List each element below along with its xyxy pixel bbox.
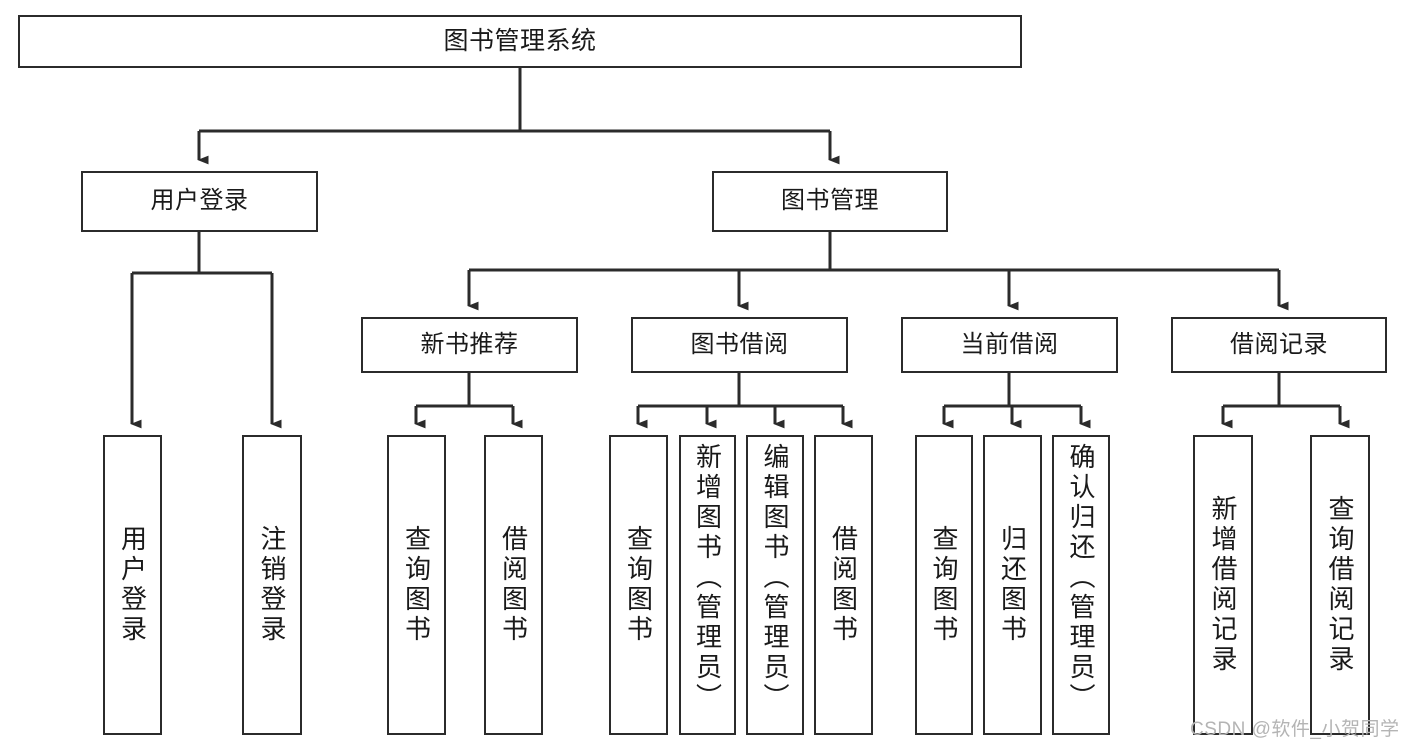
leaf-return-book[interactable]: 归还图书	[983, 435, 1042, 735]
node-label: 借阅图书	[498, 525, 529, 645]
leaf-edit-book-admin[interactable]: 编辑图书（管理员）	[746, 435, 804, 735]
node-label: 用户登录	[117, 525, 148, 645]
leaf-add-book-admin[interactable]: 新增图书（管理员）	[679, 435, 736, 735]
leaf-query-borrow-record[interactable]: 查询借阅记录	[1310, 435, 1370, 735]
node-new-book-recommend[interactable]: 新书推荐	[361, 317, 578, 373]
node-label: 归还图书	[997, 525, 1028, 645]
node-label: 查询图书	[401, 525, 432, 645]
leaf-query-book-borrow[interactable]: 查询图书	[609, 435, 668, 735]
node-label: 借阅记录	[1230, 330, 1328, 358]
node-label: 新增借阅记录	[1208, 495, 1238, 675]
node-label: 注销登录	[257, 525, 287, 645]
node-label: 新增图书（管理员）	[692, 443, 723, 713]
node-label: 编辑图书（管理员）	[760, 443, 790, 713]
node-label: 图书管理系统	[443, 26, 597, 55]
leaf-add-borrow-record[interactable]: 新增借阅记录	[1193, 435, 1253, 735]
node-label: 图书管理	[781, 187, 879, 215]
node-current-borrow[interactable]: 当前借阅	[901, 317, 1118, 373]
node-label: 图书借阅	[690, 330, 789, 358]
node-label: 新书推荐	[420, 330, 519, 358]
node-label: 借阅图书	[828, 525, 859, 645]
node-book-management[interactable]: 图书管理	[712, 171, 948, 232]
leaf-borrow-book-recommend[interactable]: 借阅图书	[484, 435, 543, 735]
node-label: 查询图书	[929, 525, 959, 645]
leaf-user-login[interactable]: 用户登录	[103, 435, 162, 735]
node-borrow-record[interactable]: 借阅记录	[1171, 317, 1387, 373]
leaf-borrow-book-borrow[interactable]: 借阅图书	[814, 435, 873, 735]
node-label: 确认归还（管理员）	[1066, 443, 1096, 713]
node-label: 查询图书	[623, 525, 654, 645]
node-label: 查询借阅记录	[1325, 495, 1355, 675]
leaf-query-book-current[interactable]: 查询图书	[915, 435, 973, 735]
node-label: 用户登录	[150, 187, 249, 215]
node-user-login[interactable]: 用户登录	[81, 171, 318, 232]
leaf-logout-login[interactable]: 注销登录	[242, 435, 302, 735]
node-label: 当前借阅	[960, 330, 1059, 358]
leaf-query-book-recommend[interactable]: 查询图书	[387, 435, 446, 735]
leaf-confirm-return-admin[interactable]: 确认归还（管理员）	[1052, 435, 1110, 735]
node-root-book-management-system[interactable]: 图书管理系统	[18, 15, 1022, 68]
watermark-text: CSDN @软件_小贺同学	[1190, 719, 1400, 740]
node-book-borrow[interactable]: 图书借阅	[631, 317, 848, 373]
